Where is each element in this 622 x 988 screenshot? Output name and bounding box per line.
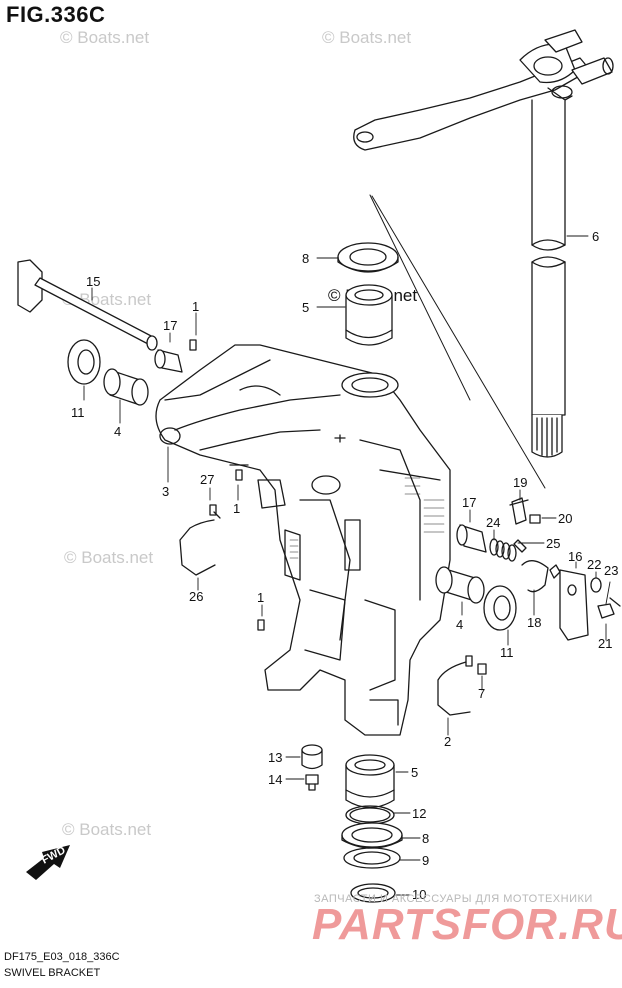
steering-shaft	[531, 99, 566, 458]
bolt-14	[305, 774, 319, 791]
callout-13: 13	[268, 750, 282, 765]
callout-26: 26	[189, 589, 203, 604]
cap-13	[301, 744, 323, 770]
bushing-17-right	[456, 524, 487, 553]
callout-8: 8	[422, 831, 429, 846]
callout-8: 8	[302, 251, 309, 266]
callout-7: 7	[478, 686, 485, 701]
washer-10	[350, 883, 396, 903]
callout-6: 6	[592, 229, 599, 244]
watermark: © Boats.net	[60, 28, 150, 47]
callout-4: 4	[456, 617, 463, 632]
spring-24	[489, 538, 517, 562]
callout-5: 5	[302, 300, 309, 315]
figure-code: DF175_E03_018_336C	[4, 951, 120, 963]
swivel-bracket-body	[155, 344, 451, 736]
leader-lines	[83, 235, 611, 896]
cable-2	[437, 655, 487, 716]
callout-27: 27	[200, 472, 214, 487]
callout-19: 19	[513, 475, 527, 490]
lever-19	[509, 497, 529, 525]
washer-11-left	[67, 339, 101, 385]
callout-21: 21	[598, 636, 612, 651]
fwd-arrow: FWD	[26, 844, 70, 880]
shop-logo[interactable]: PARTSFOR.RU	[312, 900, 622, 949]
callout-14: 14	[268, 772, 282, 787]
watermark: © Boats.net	[322, 28, 412, 47]
callout-11: 11	[500, 645, 514, 660]
figure-name: SWIVEL BRACKET	[4, 967, 101, 979]
callout-1: 1	[257, 590, 264, 605]
washer-22	[590, 577, 602, 593]
callout-20: 20	[558, 511, 572, 526]
callout-18: 18	[527, 615, 541, 630]
callout-12: 12	[412, 806, 426, 821]
bushing-5-bottom	[345, 754, 395, 809]
callout-17: 17	[163, 318, 177, 333]
bushing-4-right	[435, 566, 485, 604]
callout-17: 17	[462, 495, 476, 510]
bushing-4-left	[103, 368, 149, 406]
cable-26	[179, 504, 221, 576]
pin-23	[609, 597, 621, 607]
callout-3: 3	[162, 484, 169, 499]
bracket-16	[559, 569, 589, 641]
washer-11-right	[483, 585, 517, 631]
watermark: © Boats.net	[64, 548, 154, 567]
callout-10: 10	[412, 887, 426, 902]
callout-1: 1	[233, 501, 240, 516]
tilt-lock-lever-18	[521, 560, 561, 593]
figure-title: FIG.336C	[6, 2, 106, 27]
callout-15: 15	[86, 274, 100, 289]
callout-22: 22	[587, 557, 601, 572]
nut-21	[597, 603, 615, 619]
callout-5: 5	[411, 765, 418, 780]
callout-16: 16	[568, 549, 582, 564]
seal-9	[343, 847, 401, 869]
tilt-tube	[17, 259, 158, 351]
steering-arm	[353, 29, 614, 151]
bolt-20	[529, 514, 541, 524]
shop-subtitle: ЗАПЧАСТИ И АКСЕССУАРЫ ДЛЯ МОТОТЕХНИКИ	[314, 893, 593, 905]
callout-2: 2	[444, 734, 451, 749]
callout-24: 24	[486, 515, 500, 530]
pin-25	[513, 539, 527, 553]
bushing-5-top	[345, 284, 393, 346]
bushing-17-left	[154, 349, 183, 373]
o-ring-12	[345, 805, 395, 825]
callout-9: 9	[422, 853, 429, 868]
grease-nipple	[189, 339, 265, 631]
washer-8-bottom	[341, 822, 403, 849]
callout-23: 23	[604, 563, 618, 578]
callout-1: 1	[192, 299, 199, 314]
callout-25: 25	[546, 536, 560, 551]
watermark: © Boats.net	[62, 820, 152, 839]
callout-11: 11	[71, 405, 85, 420]
callouts: 15 1 17 11 4 3 27 1 26 1 8 5 6 19 17 20 …	[71, 229, 618, 902]
callout-4: 4	[114, 424, 121, 439]
washer-8-top	[337, 242, 399, 273]
